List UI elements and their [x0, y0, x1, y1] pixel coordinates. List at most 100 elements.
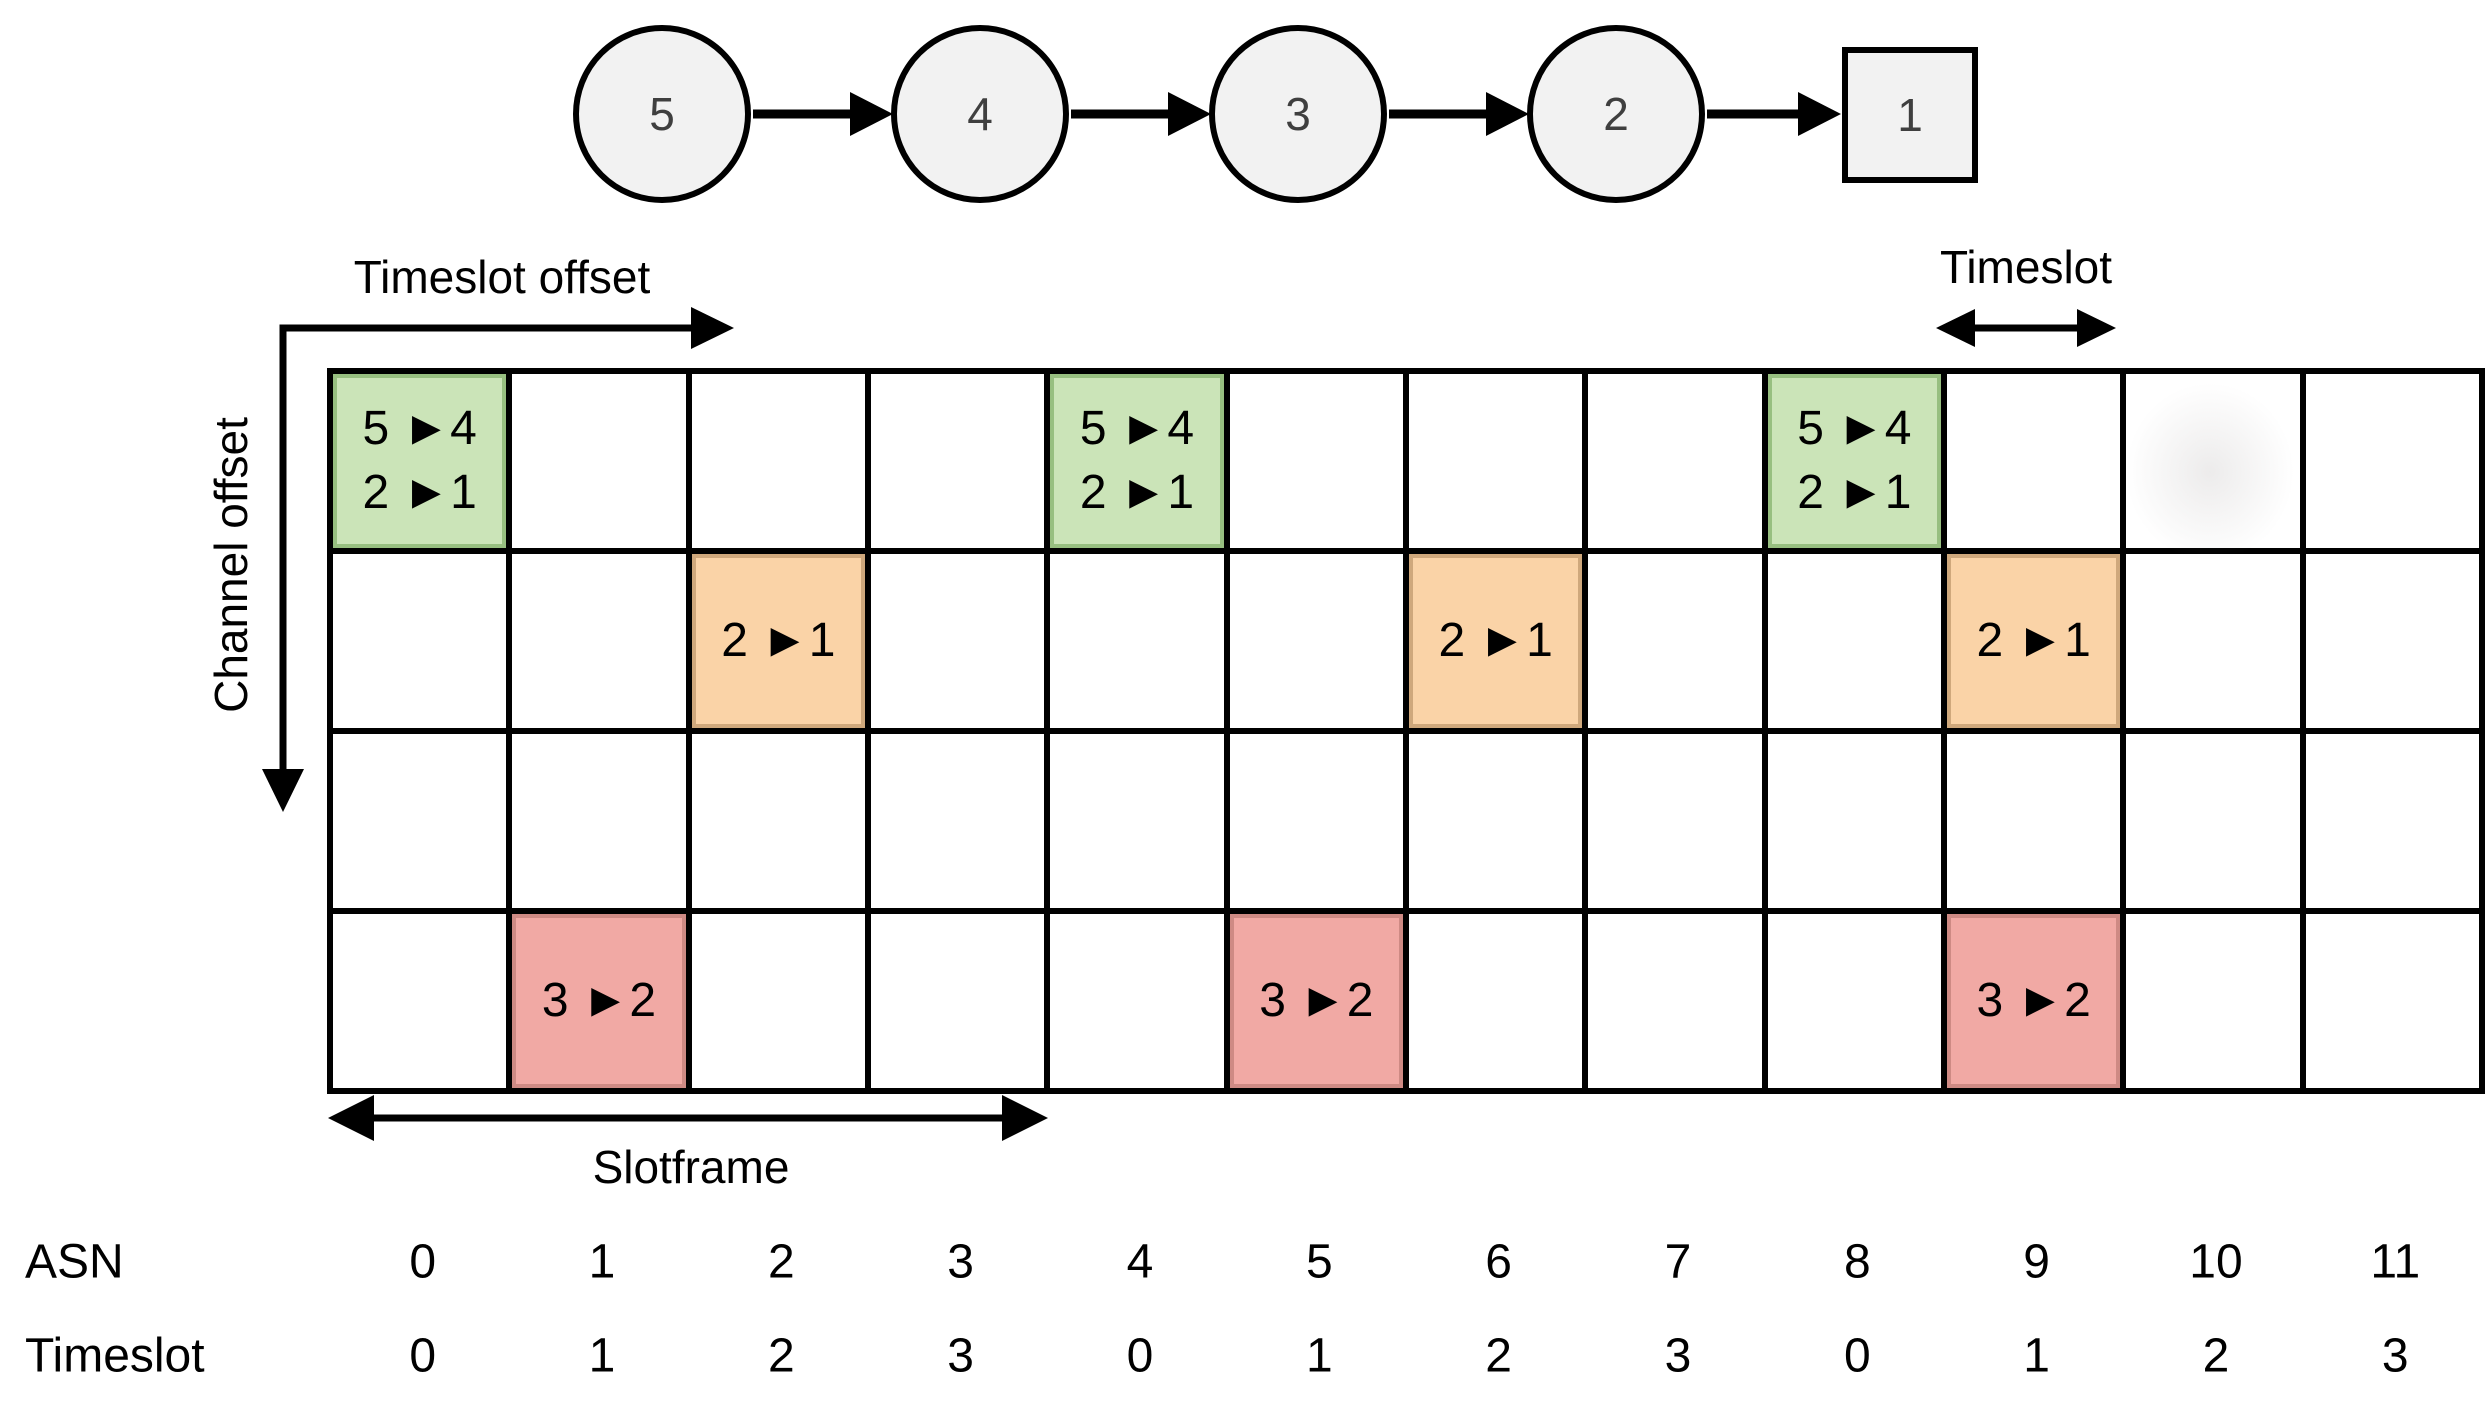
node-label: 1	[1897, 89, 1923, 141]
asn-value: 0	[409, 1235, 437, 1289]
grid-cell-r3-c7	[1588, 914, 1768, 1094]
timeslot-value: 2	[1485, 1329, 1512, 1383]
timeslot-values-row: 0 1 2 3 0 1 2 3 0 1 2 3	[333, 1329, 2485, 1384]
node-4: 4	[891, 25, 1069, 203]
cell-line: 2 ►1	[1438, 614, 1553, 667]
grid-cell-r1-c0	[333, 554, 513, 734]
grid-cell-r0-c6	[1408, 374, 1589, 554]
timeslot-offset-arrowhead	[691, 307, 734, 349]
grid-cell-r0-c7	[1588, 374, 1768, 554]
timeslot-value: 1	[1305, 1329, 1333, 1383]
link-arrow-3-2	[1389, 92, 1529, 136]
node-5: 5	[573, 25, 751, 203]
grid-cell-r1-c4	[1050, 554, 1230, 734]
asn-value: 1	[588, 1235, 616, 1289]
node-label: 4	[967, 88, 993, 140]
grid-cell-r3-c6	[1408, 914, 1589, 1094]
cell-line: 2 ►1	[1079, 466, 1195, 519]
scheduled-cell-r3-c5: 3 ►2	[1229, 914, 1409, 1094]
grid-cell-r2-c2	[691, 734, 871, 914]
cell-line: 5 ►4	[362, 402, 477, 455]
asn-value: 11	[2370, 1235, 2421, 1289]
grid-cell-r3-c11	[2305, 914, 2485, 1094]
timeslot-value: 2	[2202, 1329, 2230, 1383]
asn-value: 3	[947, 1235, 974, 1289]
timeslot-value: 2	[767, 1329, 795, 1383]
grid-cell-r0-c11	[2305, 374, 2485, 554]
asn-row-label: ASN	[25, 1235, 124, 1289]
scheduled-cell-r1-c2: 2 ►1	[691, 554, 871, 734]
cell-line: 5 ►4	[1797, 402, 1912, 455]
channel-offset-arrowhead	[262, 769, 304, 812]
grid-cell-r3-c4	[1050, 914, 1230, 1094]
node-3: 3	[1209, 25, 1387, 203]
node-1-root: 1	[1842, 47, 1978, 183]
timeslot-double-arrow	[1936, 309, 2116, 347]
link-arrow-5-4	[753, 92, 893, 136]
grid-cell-r3-c0	[333, 914, 513, 1094]
cell-line: 3 ►2	[1976, 974, 2091, 1027]
grid-cell-r3-c3	[870, 914, 1051, 1094]
asn-values-row: 0 1 2 3 4 5 6 7 8 9 10 11	[333, 1235, 2485, 1290]
asn-value: 2	[767, 1235, 795, 1289]
asn-value: 10	[2189, 1235, 2243, 1289]
grid-cell-r0-c2	[691, 374, 871, 554]
timeslot-value: 1	[2023, 1329, 2050, 1383]
link-arrow-2-1	[1707, 92, 1841, 136]
grid-cell-r0-c9	[1946, 374, 2127, 554]
node-label: 3	[1285, 88, 1311, 140]
grid-cell-r2-c7	[1588, 734, 1768, 914]
grid-cell-r2-c9	[1946, 734, 2127, 914]
scheduled-cell-r3-c1: 3 ►2	[512, 914, 692, 1094]
scheduled-cell-r0-c4: 5 ►4 2 ►1	[1050, 374, 1230, 554]
timeslot-value: 3	[2381, 1329, 2409, 1383]
asn-value: 8	[1843, 1235, 1871, 1289]
cell-line: 5 ►4	[1079, 402, 1195, 455]
grid-cell-r2-c8	[1767, 734, 1947, 914]
asn-value: 7	[1664, 1235, 1692, 1289]
grid-cell-r2-c11	[2305, 734, 2485, 914]
grid-cell-r2-c1	[512, 734, 692, 914]
timeslot-value: 1	[588, 1329, 616, 1383]
cell-line: 2 ►1	[721, 614, 836, 667]
timeslot-value: 3	[947, 1329, 974, 1383]
grid-cell-r1-c10	[2126, 554, 2306, 734]
node-label: 2	[1603, 88, 1629, 140]
timeslot-value: 0	[1843, 1329, 1871, 1383]
cell-line: 2 ►1	[362, 466, 477, 519]
grid-cell-r3-c10	[2126, 914, 2306, 1094]
schedule-grid: 5 ►4 2 ►1 5 ►4 2 ►1 5 ►4 2 ►1 2 ►1 2 ►1	[327, 368, 2485, 1094]
grid-cell-r1-c5	[1229, 554, 1409, 734]
node-2: 2	[1527, 25, 1705, 203]
grid-cell-r0-c3	[870, 374, 1051, 554]
grid-cell-r2-c10	[2126, 734, 2306, 914]
grid-cell-r3-c2	[691, 914, 871, 1094]
grid-cell-r0-c5	[1229, 374, 1409, 554]
timeslot-value: 0	[1126, 1329, 1154, 1383]
grid-cell-r2-c3	[870, 734, 1051, 914]
asn-value: 6	[1485, 1235, 1512, 1289]
grid-cell-r3-c8	[1767, 914, 1947, 1094]
scheduled-cell-r3-c9: 3 ►2	[1946, 914, 2127, 1094]
scheduled-cell-r1-c6: 2 ►1	[1408, 554, 1589, 734]
grid-cell-r1-c11	[2305, 554, 2485, 734]
cell-line: 2 ►1	[1976, 614, 2091, 667]
scheduled-cell-r1-c9: 2 ►1	[1946, 554, 2127, 734]
slotframe-label: Slotframe	[592, 1141, 790, 1193]
cell-line: 2 ►1	[1797, 466, 1912, 519]
timeslot-offset-label: Timeslot offset	[353, 251, 651, 303]
grid-cell-r2-c6	[1408, 734, 1589, 914]
scheduled-cell-r0-c0: 5 ►4 2 ►1	[333, 374, 513, 554]
cell-line: 3 ►2	[541, 974, 657, 1027]
scheduled-cell-r0-c8: 5 ►4 2 ►1	[1767, 374, 1947, 554]
node-label: 5	[649, 88, 675, 140]
grid-cell-r2-c5	[1229, 734, 1409, 914]
timeslot-value: 3	[1664, 1329, 1692, 1383]
grid-cell-r1-c8	[1767, 554, 1947, 734]
asn-value: 4	[1126, 1235, 1154, 1289]
grid-cell-r2-c0	[333, 734, 513, 914]
grid-cell-r1-c7	[1588, 554, 1768, 734]
timeslot-value: 0	[409, 1329, 437, 1383]
link-arrow-4-3	[1071, 92, 1211, 136]
